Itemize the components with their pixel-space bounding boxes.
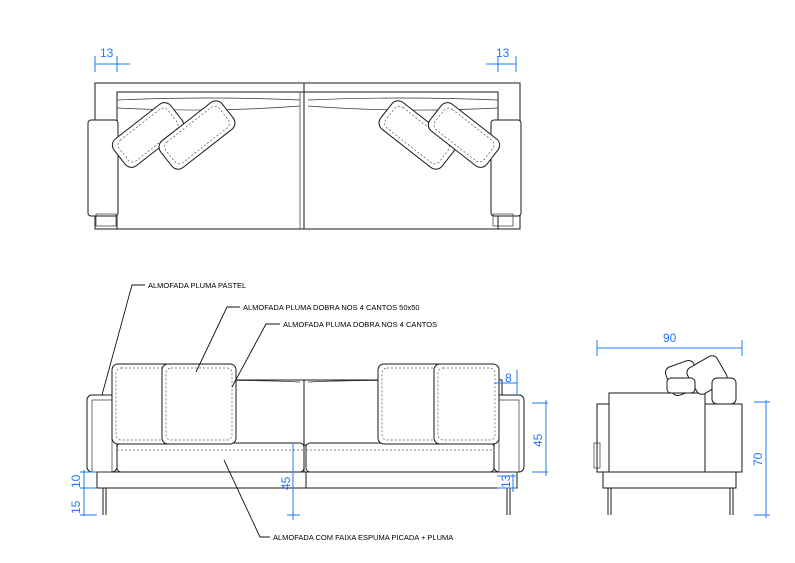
dim-label: 45 bbox=[279, 476, 293, 490]
side-view: 90 70 bbox=[593, 331, 770, 518]
dim-front-left-heights: 15 10 bbox=[69, 470, 97, 516]
label-text: ALMOFADA PLUMA PASTEL bbox=[148, 281, 246, 290]
dim-label: 8 bbox=[505, 371, 512, 385]
dim-label: 10 bbox=[69, 474, 83, 488]
label-pastel-cushion: ALMOFADA PLUMA PASTEL bbox=[101, 281, 246, 396]
dim-label: 70 bbox=[751, 452, 765, 466]
dim-front-arm-width: 8 bbox=[494, 370, 518, 395]
label-text: ALMOFADA PLUMA DOBRA NOS 4 CANTOS 50x50 bbox=[243, 303, 420, 312]
label-text: ALMOFADA PLUMA DOBRA NOS 4 CANTOS bbox=[283, 320, 437, 329]
top-right-pillows bbox=[378, 100, 501, 170]
top-left-pillows bbox=[111, 100, 236, 170]
label-double-cushion: ALMOFADA PLUMA DOBRA NOS 4 CANTOS bbox=[231, 320, 437, 388]
dim-label: 90 bbox=[663, 331, 677, 345]
top-view: 13 13 bbox=[87, 46, 522, 230]
dim-label: 13 bbox=[499, 474, 513, 488]
dim-top-arm-right: 13 bbox=[486, 46, 517, 72]
dim-side-depth: 90 bbox=[596, 331, 743, 356]
dim-front-seat-height: 45 bbox=[279, 443, 300, 520]
front-view: ALMOFADA PLUMA PASTEL ALMOFADA PLUMA DOB… bbox=[69, 281, 548, 542]
label-text: ALMOFADA COM FAIXA ESPUMA PICADA + PLUMA bbox=[273, 533, 453, 542]
label-seat-cushion: ALMOFADA COM FAIXA ESPUMA PICADA + PLUMA bbox=[223, 459, 453, 542]
dim-front-leg-bottom: 13 bbox=[497, 474, 516, 492]
top-left-arm bbox=[87, 119, 119, 217]
dim-side-height: 70 bbox=[751, 400, 770, 518]
dim-label: 13 bbox=[100, 46, 114, 60]
front-seat-left bbox=[116, 442, 305, 473]
dim-front-back-height: 45 bbox=[531, 400, 548, 476]
dim-label: 15 bbox=[69, 500, 83, 514]
dim-label: 45 bbox=[531, 433, 545, 447]
top-right-arm bbox=[490, 119, 522, 217]
front-seat-right bbox=[305, 442, 495, 473]
label-double-cushion-50: ALMOFADA PLUMA DOBRA NOS 4 CANTOS 50x50 bbox=[195, 303, 420, 373]
dim-top-arm-left: 13 bbox=[94, 46, 130, 72]
dim-label: 13 bbox=[496, 46, 510, 60]
